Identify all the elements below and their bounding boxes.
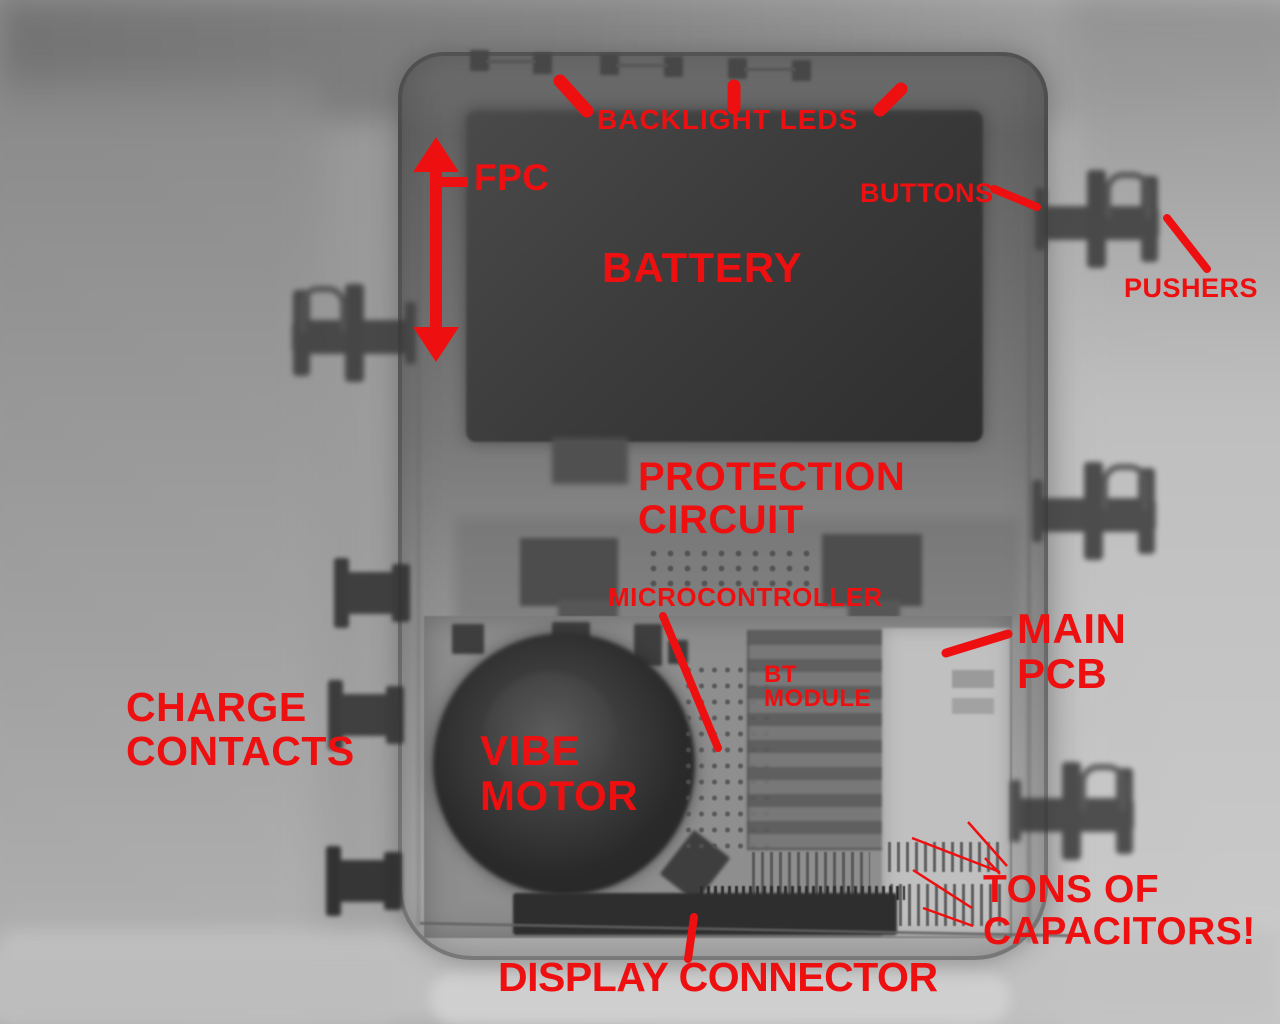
label-backlight-leds: BACKLIGHT LEDS [597,104,859,135]
backlight-led [728,58,747,79]
charge-contact-screw [328,672,408,758]
backlight-led [533,53,552,74]
label-protection-circuit: PROTECTION CIRCUIT [638,455,906,542]
side-button-spring [1032,462,1162,560]
backlight-led [664,56,683,77]
smd-component [952,698,994,714]
vibration-motor-rotor [485,672,615,792]
label-pushers: PUSHERS [1124,273,1259,303]
background-highlight [430,972,1010,1024]
label-charge-contacts: CHARGE CONTACTS [126,684,355,774]
label-bt-module: BT MODULE [764,661,871,712]
led-wire [616,64,668,67]
label-main-pcb: MAIN PCB [1017,605,1127,697]
label-tons-of-capacitors: TONS OF CAPACITORS! [983,868,1256,953]
smd-component [452,624,484,654]
label-battery: BATTERY [602,244,803,291]
case-edge-left [417,96,420,926]
battery-cell [466,110,983,442]
side-button-spring [1035,170,1165,268]
protection-ic [520,538,618,606]
case-edge-right [1027,62,1031,942]
side-button-spring [286,284,416,382]
led-wire [486,60,536,63]
backlight-led [792,60,811,81]
side-button-spring [1010,762,1140,860]
backlight-led [470,50,489,71]
solder-pad-grid [645,546,817,594]
led-wire [744,68,796,71]
background-highlight [0,950,400,1024]
label-vibe-motor: VIBE MOTOR [480,727,639,819]
charge-contact-screw [326,838,406,924]
charge-contact-screw [334,550,414,636]
label-microcontroller: MICROCONTROLLER [608,582,883,612]
label-fpc: FPC [474,157,550,198]
label-buttons: BUTTONS [860,178,994,208]
smd-component [952,670,994,688]
smd-component [668,640,688,664]
backlight-led [600,54,619,75]
label-display-connector: DISPLAY CONNECTOR [498,954,938,1000]
background-left-shade [0,80,320,1024]
battery-tab [552,438,628,484]
bluetooth-module [747,630,891,850]
protection-ic [822,534,922,606]
